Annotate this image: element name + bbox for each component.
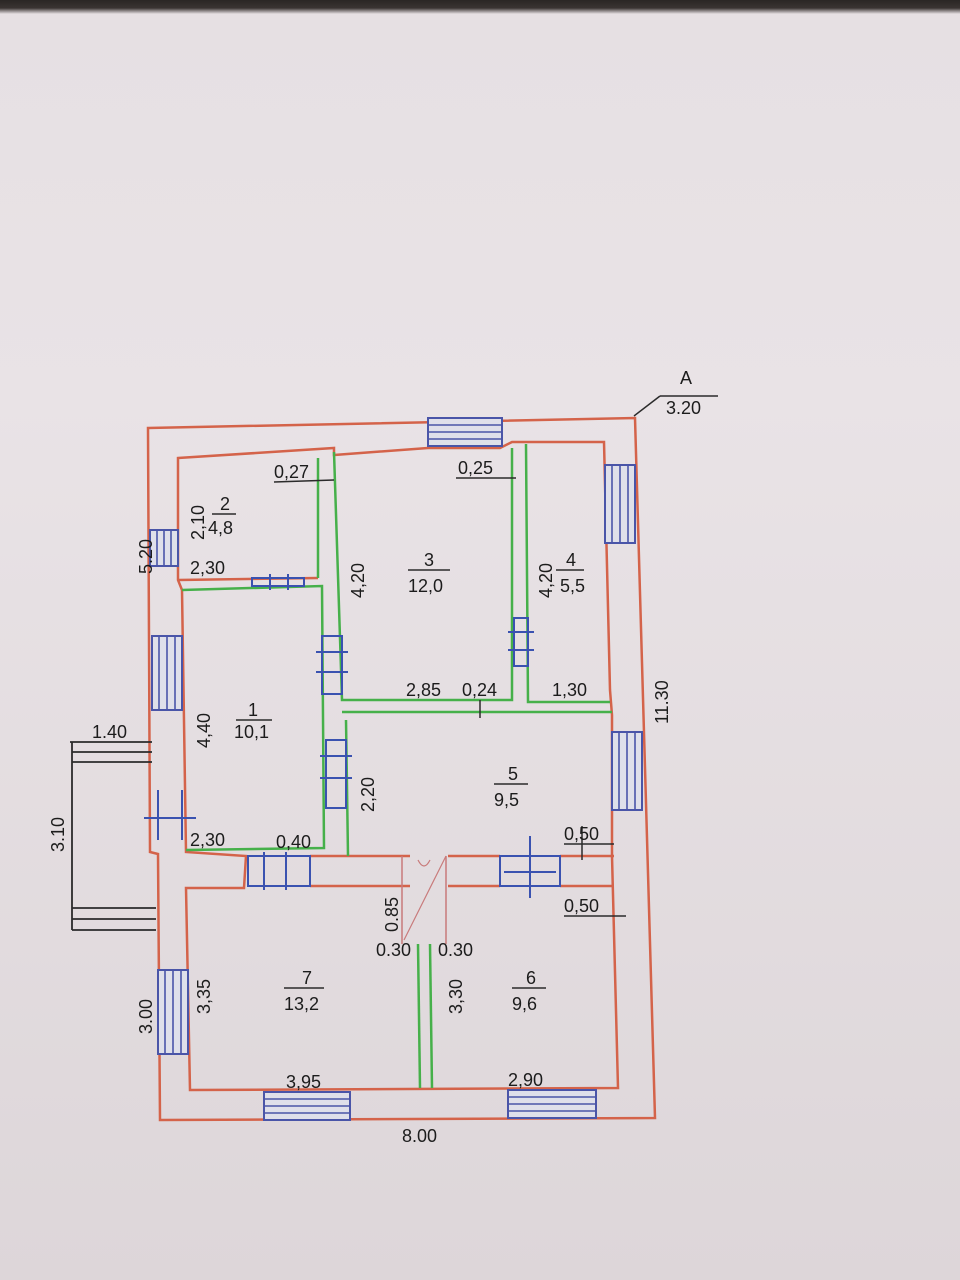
svg-text:6: 6 [526,968,536,988]
dim-label: 2,30 [190,558,225,578]
svg-text:13,2: 13,2 [284,994,319,1014]
interior-walls [181,443,612,1089]
room-4-label: 4 5,5 [556,550,585,596]
room-labels: 1 10,1 2 4,8 3 12,0 4 5,5 5 9,5 6 9,6 [208,494,585,1014]
dim-label: 5.20 [136,539,156,574]
marker-a: A 3.20 [633,368,718,418]
dim-label: 0.30 [438,940,473,960]
dim-label: 2,20 [358,777,378,812]
marker-value: 3.20 [666,398,701,418]
dim-label: 0,24 [462,680,497,700]
doors [144,574,561,944]
dim-label: 3.10 [48,817,68,852]
room-6-label: 6 9,6 [512,968,546,1014]
dim-label: 4,40 [194,713,214,748]
dim-label: 0.30 [376,940,411,960]
room-2-label: 2 4,8 [208,494,236,538]
windows [149,417,643,1121]
dim-label: 0,50 [564,824,599,844]
exterior-walls [146,416,657,1122]
dim-label: 2,85 [406,680,441,700]
svg-text:9,5: 9,5 [494,790,519,810]
dimension-lines [273,477,626,917]
svg-text:9,6: 9,6 [512,994,537,1014]
porch [70,741,156,931]
dim-label: 0,50 [564,896,599,916]
room-1-label: 1 10,1 [234,700,272,742]
dim-label: 3,95 [286,1072,321,1092]
dim-label: 0.85 [382,897,402,932]
svg-text:5: 5 [508,764,518,784]
dim-label: 11.30 [652,680,672,724]
dim-label: 0,40 [276,832,311,852]
room-5-label: 5 9,5 [494,764,528,810]
svg-text:4: 4 [566,550,576,570]
svg-text:12,0: 12,0 [408,576,443,596]
dim-label: 4,20 [536,563,556,598]
dim-label: 4,20 [348,563,368,598]
svg-text:7: 7 [302,968,312,988]
svg-text:2: 2 [220,494,230,514]
svg-text:5,5: 5,5 [560,576,585,596]
dim-label: 2,10 [188,505,208,540]
dim-label: 3.00 [136,999,156,1034]
dim-label: 3,35 [194,979,214,1014]
dim-label: 2,30 [190,830,225,850]
dim-label: 0,27 [274,462,309,482]
room-7-label: 7 13,2 [284,968,324,1014]
dim-label: 1,30 [552,680,587,700]
dimension-labels: 0,27 0,25 2,10 5.20 2,30 4,20 4,20 2,85 … [48,458,672,1146]
room-3-label: 3 12,0 [408,550,450,596]
marker-letter: A [680,368,692,388]
dim-label: 0,25 [458,458,493,478]
dim-label: 3,30 [446,979,466,1014]
svg-text:3: 3 [424,550,434,570]
dim-label: 8.00 [402,1126,437,1146]
dim-label: 2,90 [508,1070,543,1090]
dim-label: 1.40 [92,722,127,742]
svg-text:1: 1 [248,700,258,720]
svg-text:4,8: 4,8 [208,518,233,538]
svg-text:10,1: 10,1 [234,722,269,742]
